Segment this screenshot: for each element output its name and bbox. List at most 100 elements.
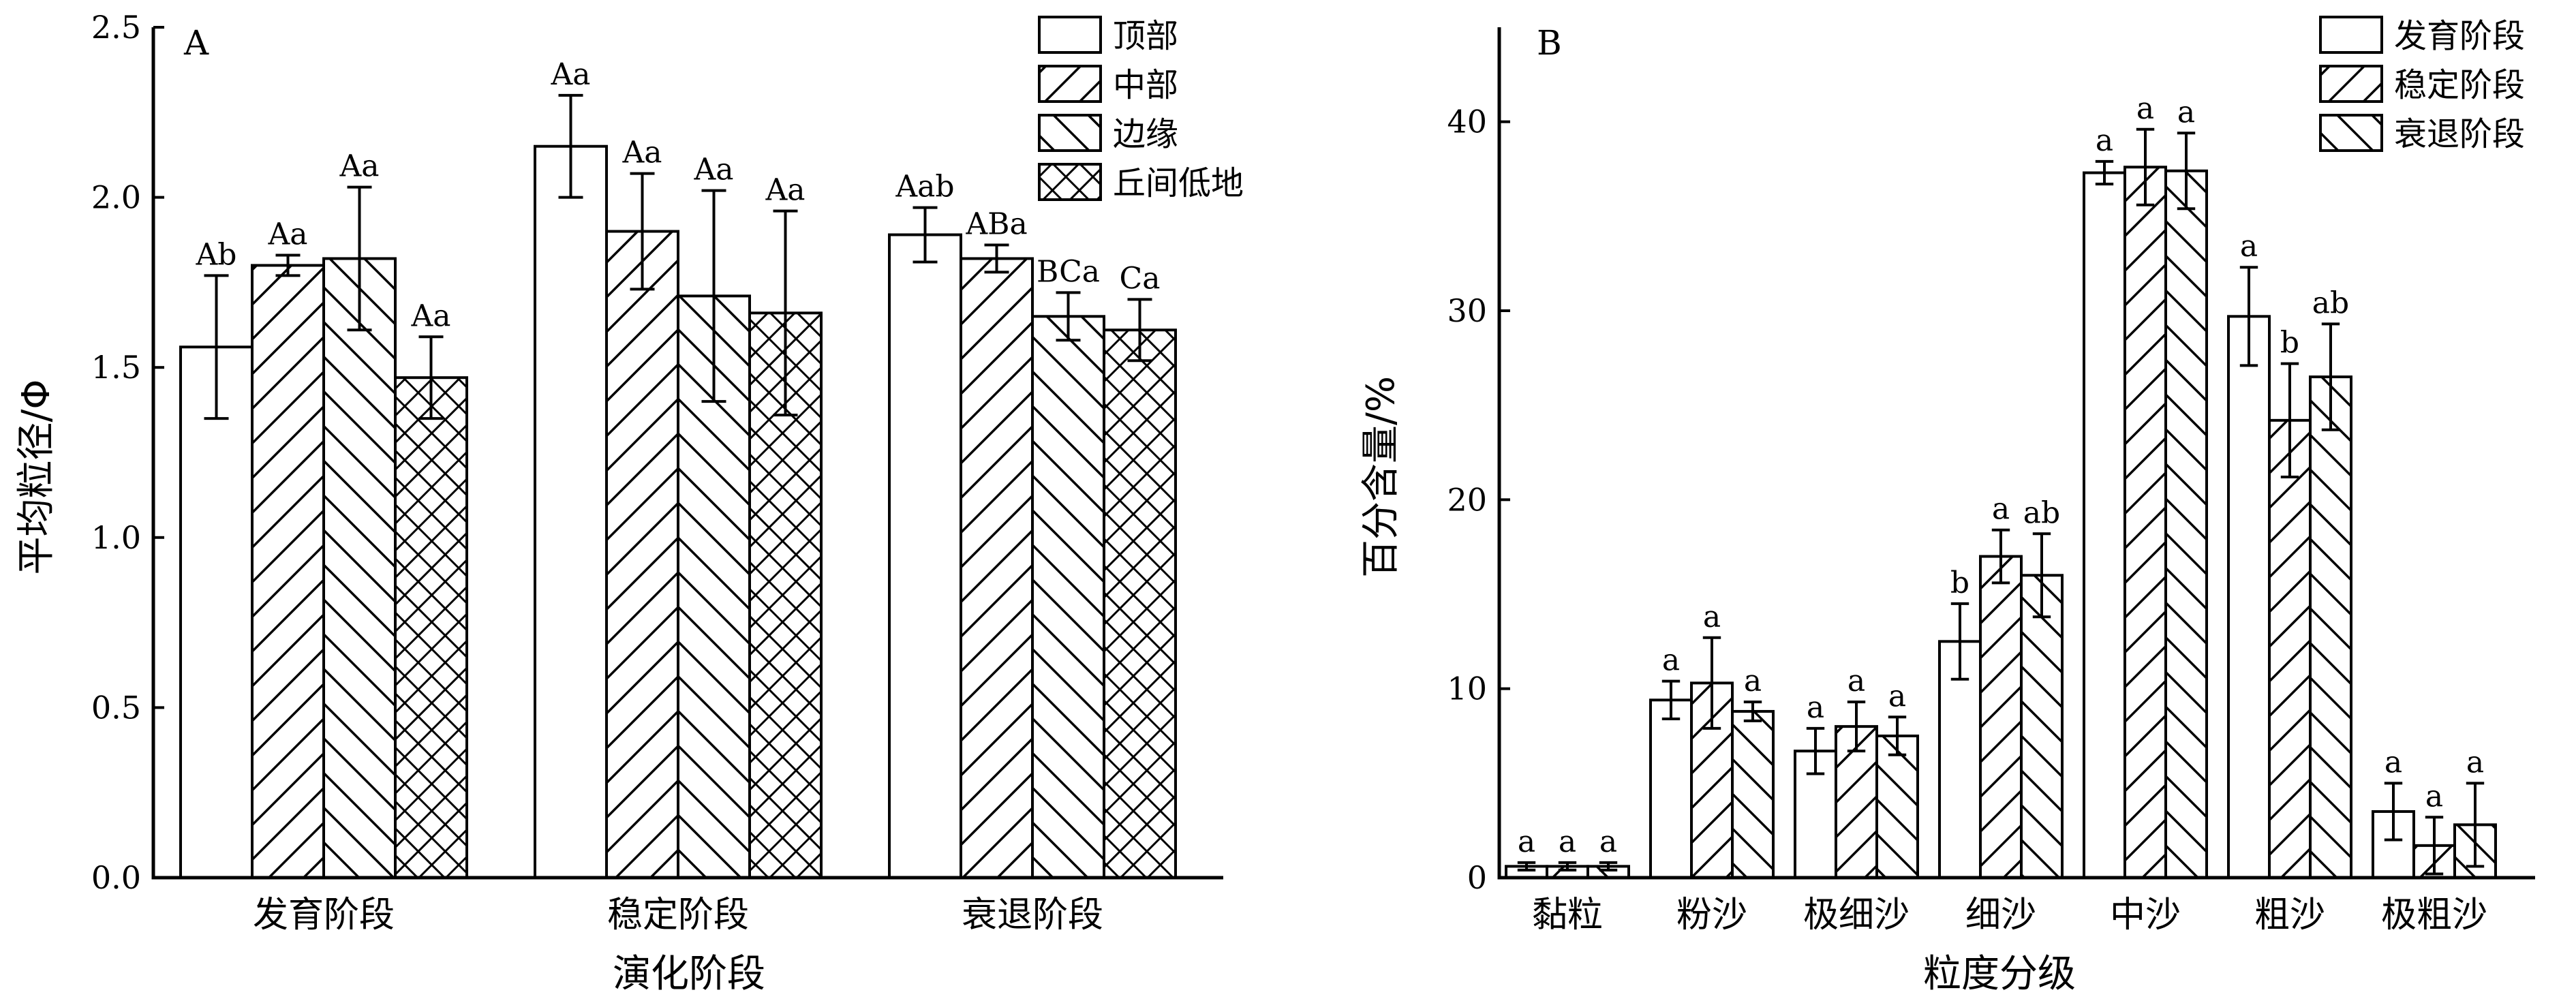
chart-a-significance-label: Aa	[693, 153, 733, 187]
chart-b-bar	[2123, 166, 2167, 879]
chart-a-significance-label: Ca	[1120, 261, 1161, 296]
chart-a-legend-swatch	[1038, 163, 1102, 201]
chart-b-category-label: 极细沙	[1803, 895, 1910, 936]
chart-b-category-label: 粉沙	[1676, 895, 1747, 936]
chart-a-significance-label: Aa	[339, 149, 379, 184]
chart-b-error-bar	[2425, 816, 2444, 876]
chart-b-legend-label: 发育阶段	[2394, 17, 2525, 55]
chart-b-significance-label: ab	[2312, 286, 2349, 320]
chart-a-bar	[888, 233, 962, 879]
chart-b-error-bar	[1599, 861, 1618, 872]
chart-b-significance-label: a	[2177, 95, 2195, 129]
chart-b-error-bar	[2177, 132, 2196, 211]
chart-b-significance-label: a	[2385, 745, 2402, 780]
chart-b-legend-swatch	[2319, 65, 2383, 103]
chart-a-ytick-label: 0.5	[91, 689, 141, 726]
chart-b-ytick-label: 0	[1467, 859, 1487, 896]
chart-a-error-bar	[913, 206, 938, 264]
chart-a-error-bar	[701, 189, 726, 403]
chart-b-significance-label: ab	[2023, 495, 2060, 530]
chart-b-ytick-label: 40	[1447, 104, 1487, 140]
chart-b-legend-label: 稳定阶段	[2394, 66, 2525, 104]
chart-a-error-bar	[773, 209, 798, 417]
chart-b-legend-swatch	[2319, 16, 2383, 54]
chart-a-error-bar	[1127, 298, 1152, 363]
chart-a-error-bar	[347, 185, 372, 332]
chart-a-ytick-label: 1.5	[91, 349, 141, 386]
chart-b-bar	[1875, 735, 1919, 879]
chart-b-error-bar	[2136, 127, 2155, 206]
chart-b-axes	[1497, 27, 2535, 880]
chart-a-bar	[251, 264, 325, 879]
chart-b-category-label: 黏粒	[1532, 895, 1603, 936]
chart-a-bar	[1031, 315, 1105, 879]
chart-b-error-bar	[2384, 782, 2403, 842]
chart-b-ytick-label: 30	[1447, 292, 1487, 329]
chart-a-bar	[534, 144, 608, 880]
chart-a-ytick-label: 2.5	[91, 9, 141, 46]
chart-b-bar	[1979, 555, 2023, 879]
chart-a-error-bar	[558, 93, 583, 199]
chart-a-significance-label: BCa	[1037, 254, 1100, 289]
chart-b-significance-label: a	[2240, 229, 2258, 264]
chart-a-legend-swatch	[1038, 65, 1102, 103]
chart-a-bar	[960, 257, 1034, 879]
chart-b-significance-label: a	[2425, 779, 2443, 814]
chart-b-panel-label: B	[1537, 23, 1562, 63]
chart-a-ytick-label: 1.0	[91, 519, 141, 556]
chart-a-ytick-label: 0.0	[91, 859, 141, 896]
chart-b-error-bar	[1888, 715, 1907, 756]
chart-b-error-bar	[1661, 679, 1681, 721]
chart-b-significance-label: b	[2280, 326, 2299, 360]
chart-b-significance-label: a	[1599, 825, 1617, 859]
chart-b-significance-label: a	[1847, 664, 1865, 698]
chart-a-error-bar	[275, 253, 301, 277]
chart-a-error-bar	[204, 274, 229, 420]
chart-a-error-bar	[1056, 291, 1081, 342]
chart-b-error-bar	[1991, 528, 2010, 585]
chart-a-axes	[151, 27, 1223, 880]
chart-b-ylabel: 百分含量/%	[1359, 376, 1403, 578]
chart-a-error-bar	[630, 172, 655, 291]
chart-b-significance-label: a	[1703, 600, 1721, 634]
chart-b-significance-label: b	[1950, 566, 1969, 600]
chart-b-significance-label: a	[1992, 492, 2010, 527]
chart-a-legend-label: 丘间低地	[1113, 164, 1244, 202]
chart-a-significance-label: Ab	[196, 237, 237, 272]
chart-b-bar	[2083, 171, 2126, 880]
chart-b-significance-label: a	[2136, 91, 2154, 126]
chart-b-bar	[2164, 169, 2208, 880]
chart-b-bar	[2309, 375, 2352, 879]
chart-b-bar	[2227, 315, 2271, 879]
chart-a-legend-label: 中部	[1113, 66, 1178, 104]
chart-a-bar	[1103, 328, 1177, 879]
chart-a-significance-label: Aa	[267, 217, 307, 251]
chart-b-error-bar	[2095, 159, 2114, 186]
chart-b-error-bar	[2280, 362, 2299, 479]
chart-b-bar	[2020, 574, 2064, 879]
chart-a-bar	[605, 230, 679, 879]
chart-a-panel-label: A	[183, 23, 209, 63]
chart-a-legend-label: 边缘	[1113, 115, 1178, 153]
chart-b-error-bar	[1743, 700, 1762, 722]
chart-b-error-bar	[1558, 861, 1577, 872]
chart-b-significance-label: a	[1888, 679, 1906, 713]
chart-b-error-bar	[1950, 602, 1969, 681]
chart-a-category-label: 衰退阶段	[962, 895, 1103, 936]
chart-b-legend-label: 衰退阶段	[2394, 115, 2525, 153]
chart-a-bar	[394, 376, 468, 879]
chart-a-legend-swatch	[1038, 114, 1102, 152]
chart-a-significance-label: Aab	[895, 170, 954, 204]
chart-b-bar	[1731, 709, 1775, 879]
chart-b-category-label: 极粗沙	[2381, 895, 2487, 936]
chart-b-bar	[2268, 418, 2312, 879]
chart-b-bar	[1649, 698, 1693, 879]
chart-b-significance-label: a	[1559, 825, 1576, 859]
chart-a-legend-label: 顶部	[1113, 17, 1178, 55]
chart-b-category-label: 细沙	[1965, 895, 2036, 936]
chart-b-legend-swatch	[2319, 114, 2383, 152]
chart-b-error-bar	[1702, 636, 1721, 730]
chart-a-category-label: 发育阶段	[253, 895, 395, 936]
